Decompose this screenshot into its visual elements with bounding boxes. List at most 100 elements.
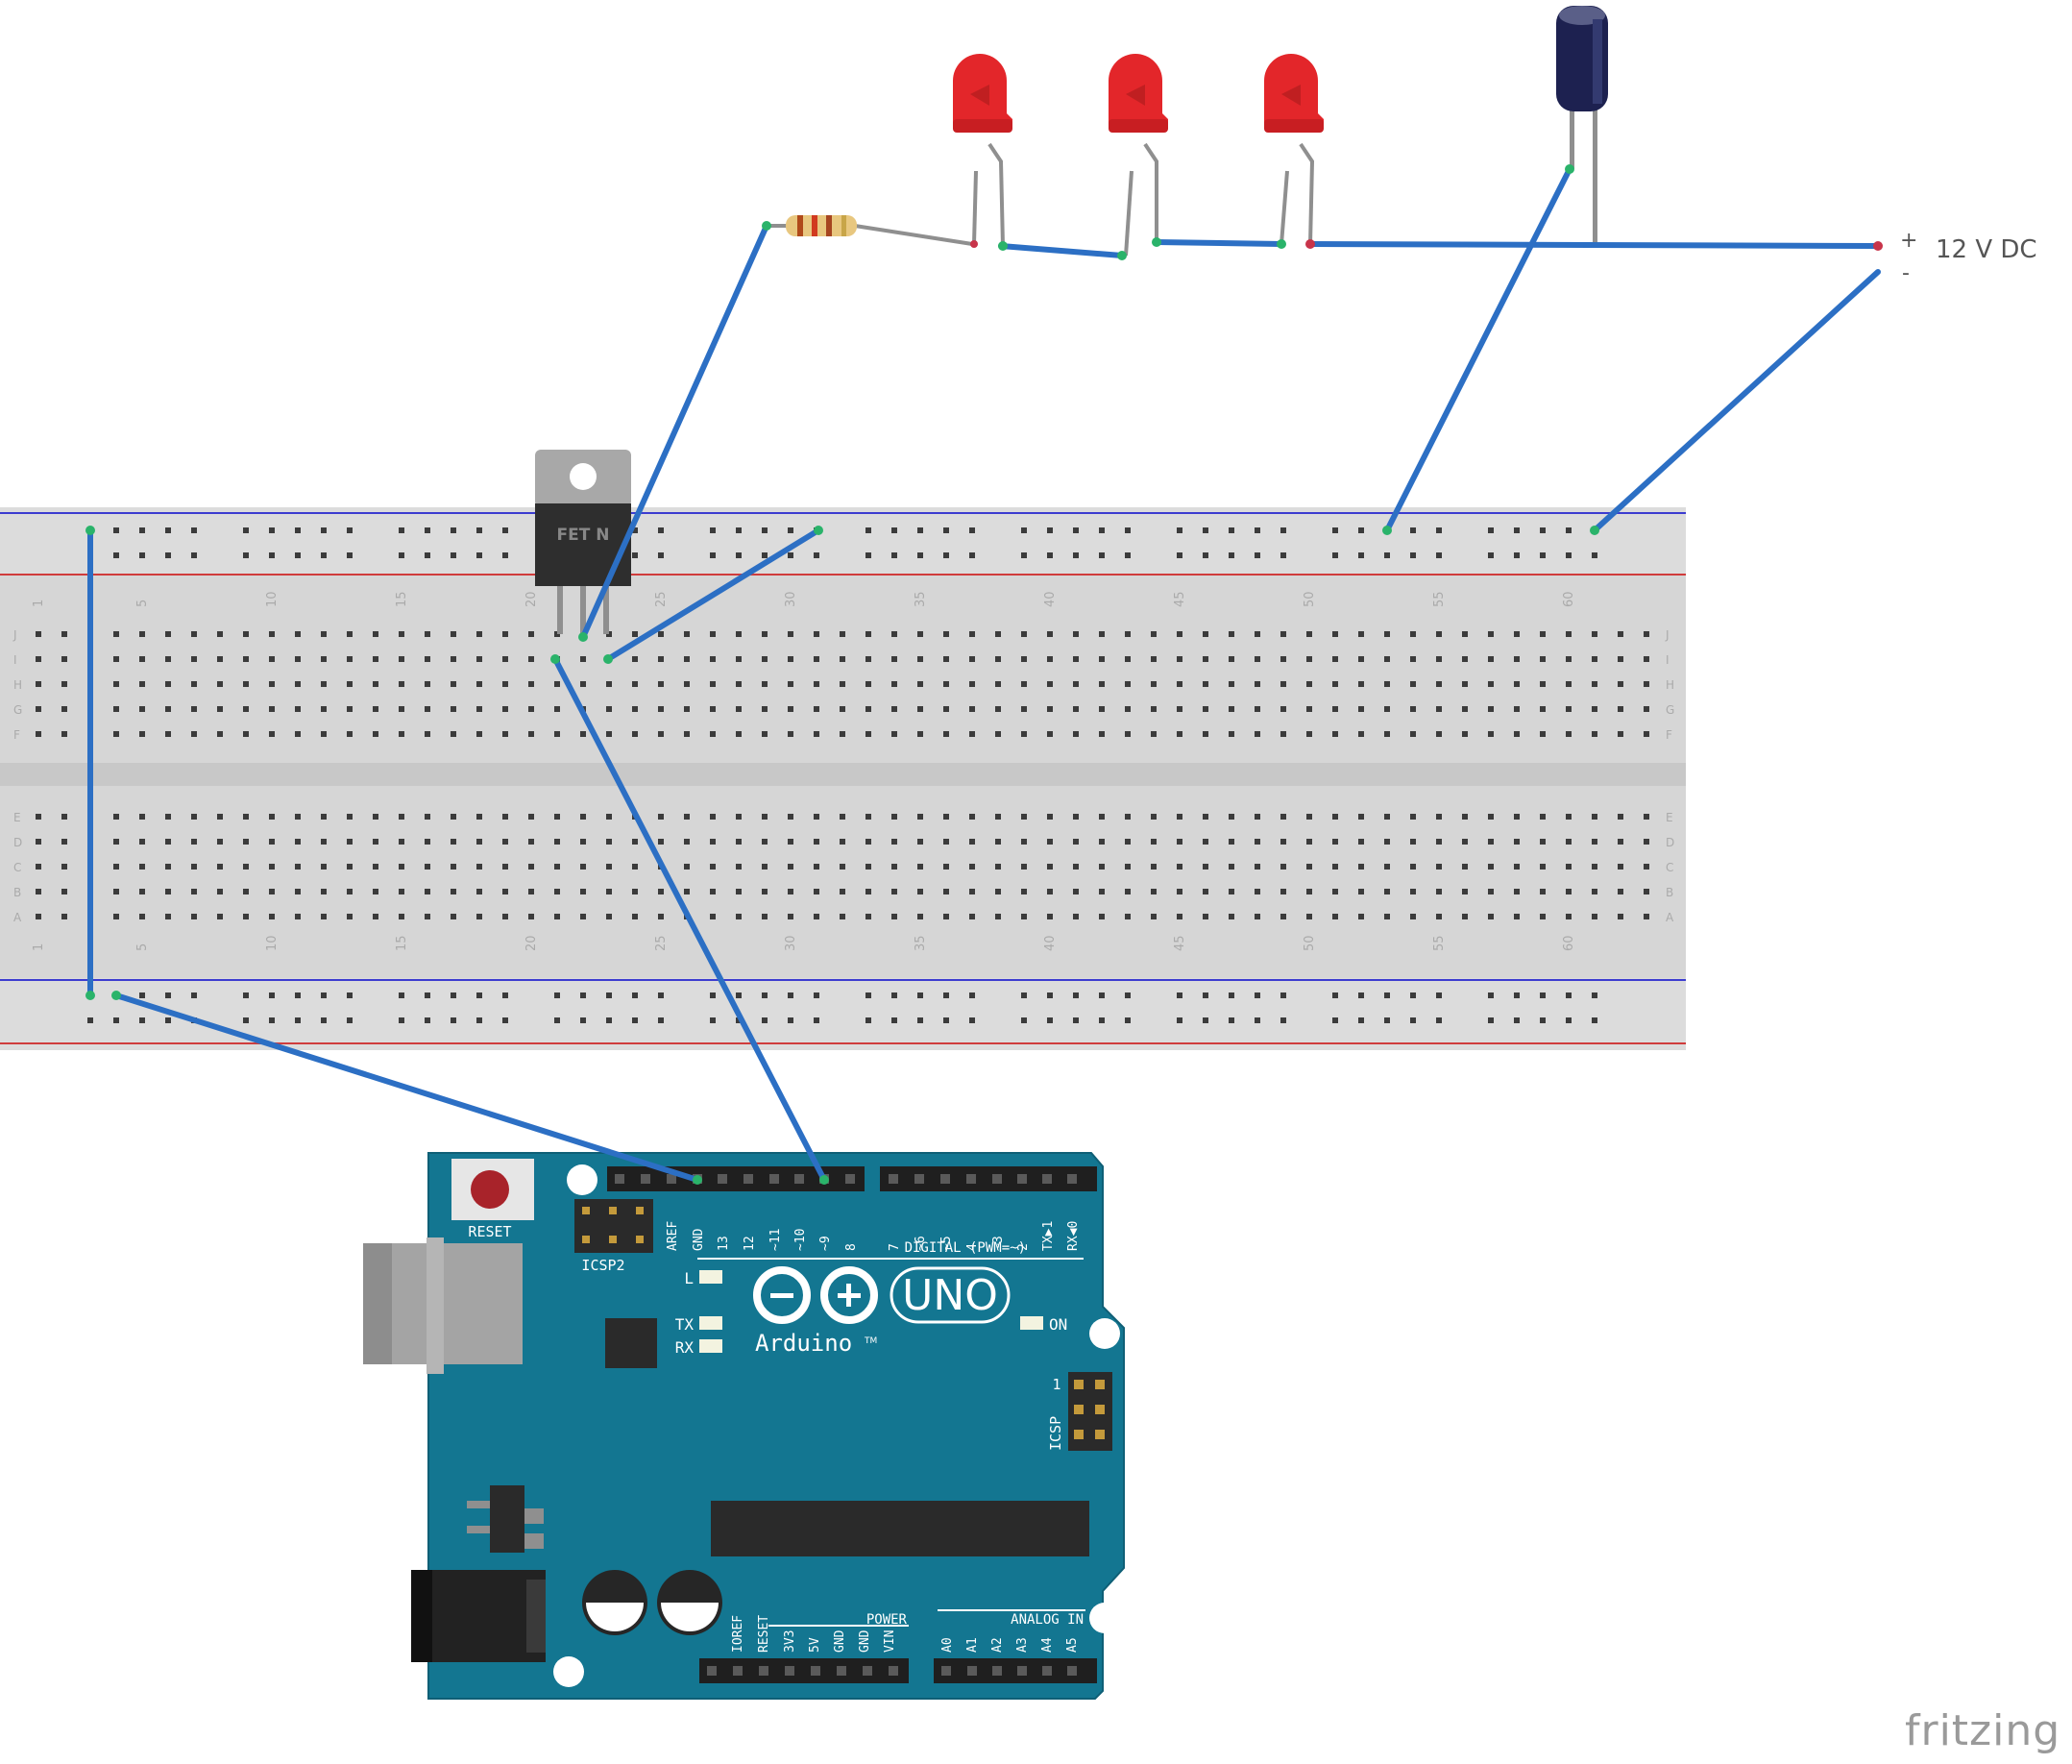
breadboard-hole [1280,814,1286,820]
breadboard-hole [684,681,690,687]
breadboard-hole [528,814,534,820]
breadboard-hole [1384,864,1390,870]
breadboard-hole [684,706,690,712]
breadboard-hole [1540,706,1546,712]
breadboard-hole [1021,864,1027,870]
breadboard-hole [243,814,249,820]
breadboard-hole [1384,889,1390,894]
breadboard-hole [1073,706,1079,712]
breadboard-hole [995,814,1001,820]
breadboard-hole [36,656,41,662]
rail-hole [399,992,404,998]
breadboard-hole [1488,889,1494,894]
breadboard-hole [373,731,378,737]
breadboard-hole [399,631,404,637]
breadboard-hole [814,814,819,820]
breadboard-hole [347,656,353,662]
breadboard-hole [1255,814,1260,820]
breadboard-hole [580,889,586,894]
rail-hole [814,552,819,558]
rail-hole [1125,527,1131,533]
breadboard-hole [580,681,586,687]
breadboard-hole [736,864,742,870]
breadboard-hole [165,839,171,845]
breadboard-hole [139,731,145,737]
breadboard-hole [1462,706,1468,712]
breadboard-hole [1177,814,1182,820]
led-1 [953,54,1012,247]
rail-hole [736,992,742,998]
breadboard-hole [1047,656,1053,662]
breadboard-hole [217,839,223,845]
led-label-rx: RX [675,1338,695,1357]
breadboard-hole [814,631,819,637]
breadboard-hole [865,814,871,820]
breadboard-hole [269,814,275,820]
breadboard-hole [1229,706,1234,712]
header-pin [811,1666,820,1676]
usb-chip [605,1318,657,1368]
rail-hole [347,527,353,533]
breadboard-hole [1462,681,1468,687]
breadboard-hole [1462,731,1468,737]
breadboard-hole [139,706,145,712]
breadboard-hole [321,839,327,845]
breadboard-hole [1099,631,1105,637]
breadboard-hole [1306,839,1312,845]
breadboard-hole [295,914,301,919]
breadboard-hole [969,914,975,919]
breadboard-hole [1125,681,1131,687]
breadboard-hole [1514,656,1520,662]
breadboard-hole [1125,656,1131,662]
breadboard-hole [1021,656,1027,662]
breadboard-hole [269,681,275,687]
breadboard-hole [995,889,1001,894]
breadboard-hole [347,731,353,737]
breadboard-hole [969,731,975,737]
digital-pin-label: 4 [965,1243,980,1251]
rail-hole [865,1017,871,1023]
breadboard-hole [736,839,742,845]
breadboard-hole [710,864,716,870]
breadboard-hole [1332,839,1338,845]
breadboard-hole [606,706,612,712]
breadboard-hole [1644,864,1649,870]
breadboard-hole [425,864,430,870]
breadboard-hole [1073,656,1079,662]
breadboard-hole [347,889,353,894]
breadboard-column-number: 60 [1562,591,1576,607]
breadboard-row-letter: E [1666,811,1673,824]
digital-pin-label: ~9 [818,1236,833,1251]
breadboard-column-number: 5 [135,943,150,951]
breadboard-hole [1618,914,1623,919]
dc-power-jack [411,1570,546,1662]
breadboard-hole [1229,731,1234,737]
breadboard-hole [1125,914,1131,919]
rail-hole [425,992,430,998]
breadboard-hole [658,631,664,637]
rail-hole [165,527,171,533]
breadboard-hole [840,914,845,919]
breadboard-hole [1514,681,1520,687]
breadboard-hole [762,656,768,662]
breadboard-hole [917,839,923,845]
breadboard-hole [399,839,404,845]
breadboard-hole [840,864,845,870]
breadboard-hole [165,681,171,687]
breadboard-hole [1255,839,1260,845]
breadboard-hole [554,914,560,919]
breadboard-hole [1177,839,1182,845]
rail-hole [917,527,923,533]
breadboard-hole [61,706,67,712]
icsp-label: ICSP [1047,1416,1064,1451]
breadboard-hole [891,889,897,894]
breadboard-hole [606,839,612,845]
breadboard-hole [1644,814,1649,820]
breadboard-hole [528,914,534,919]
breadboard-hole [710,731,716,737]
electrolytic-capacitor [1556,6,1608,244]
breadboard-row-letter: A [13,911,22,924]
breadboard-hole [243,681,249,687]
rail-hole [1047,992,1053,998]
breadboard-hole [1151,681,1157,687]
